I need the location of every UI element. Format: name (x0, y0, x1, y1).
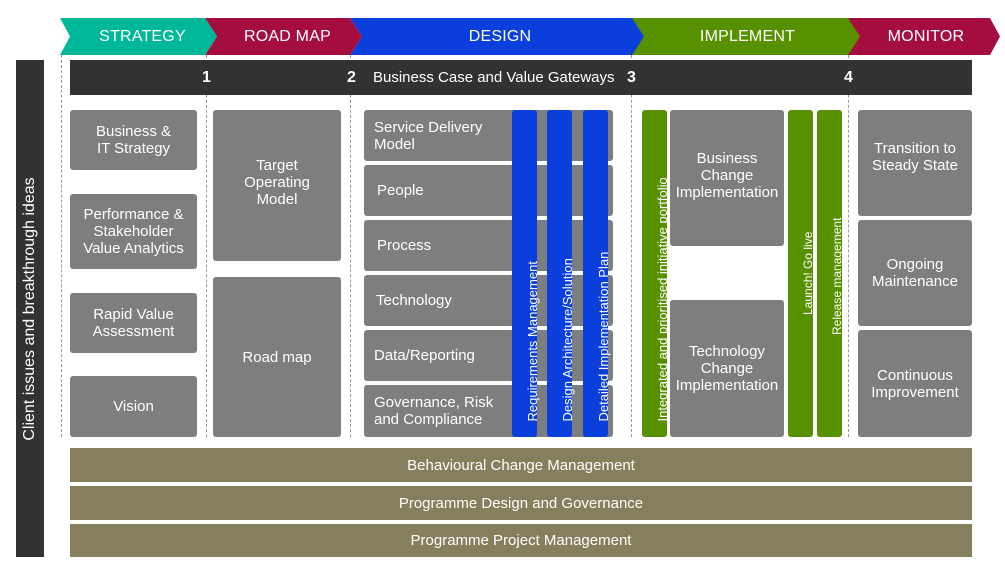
design-row-people[interactable]: People (364, 165, 613, 216)
design-bar-architecture[interactable]: Design Architecture/Solution (547, 110, 575, 437)
implement-box-business-change[interactable]: Business Change Implementation (670, 110, 784, 246)
chevron-implement[interactable] (630, 18, 860, 55)
phase-road-map-text: ROAD MAP (244, 27, 331, 45)
implement-bar-release[interactable]: Release management (817, 110, 844, 437)
separator-strategy-roadmap (206, 55, 207, 437)
monitor-box-continuous-improvement[interactable]: Continuous Improvement (858, 330, 972, 437)
strategy-box-performance[interactable]: Performance & Stakeholder Value Analytic… (70, 194, 197, 269)
chevron-monitor[interactable] (847, 18, 1000, 55)
foundation-bar-text: Programme Project Management (410, 532, 632, 549)
phase-design-text: DESIGN (468, 27, 532, 45)
monitor-box-text: Transition to Steady State (872, 140, 958, 174)
implement-bar-text: Integrated and prioritised initiative po… (654, 177, 670, 422)
side-label-bar: Client issues and breakthrough ideas (16, 60, 44, 557)
monitor-box-ongoing-maintenance[interactable]: Ongoing Maintenance (858, 220, 972, 326)
design-row-text: Data/Reporting (374, 347, 475, 364)
strategy-box-business-it[interactable]: Business & IT Strategy (70, 110, 197, 170)
separator-strategy-left (61, 55, 62, 437)
strategy-box-text: Business & IT Strategy (95, 123, 172, 157)
gate-2: 2 (347, 69, 356, 86)
roadmap-box-text: Road map (242, 348, 312, 366)
implement-box-text: Business Change Implementation (675, 150, 779, 201)
strategy-box-text: Performance & Stakeholder Value Analytic… (83, 206, 184, 257)
design-row-text: Process (377, 237, 432, 254)
foundation-bar-text: Behavioural Change Management (407, 456, 635, 474)
design-row-data-reporting[interactable]: Data/Reporting (364, 330, 613, 381)
design-row-service-delivery[interactable]: Service Delivery Model (364, 110, 613, 161)
design-row-text: Technology (376, 292, 452, 309)
foundation-bar-project-management[interactable]: Programme Project Management (70, 524, 972, 557)
roadmap-box-road-map[interactable]: Road map (213, 277, 341, 437)
design-bar-implementation-plan[interactable]: Detailed Implementation Plan (583, 110, 611, 437)
design-bar-requirements[interactable]: Requirements Management (512, 110, 540, 437)
side-label-text: Client issues and breakthrough ideas (21, 176, 38, 441)
phase-label-road-map: ROAD MAP (215, 18, 360, 55)
phase-label-design: DESIGN (360, 18, 640, 55)
implement-box-technology-change[interactable]: Technology Change Implementation (670, 300, 784, 437)
design-row-technology[interactable]: Technology (364, 275, 613, 326)
implement-bar-launch[interactable]: Launch! Go live (788, 110, 815, 437)
phase-implement-text: IMPLEMENT (699, 27, 796, 45)
gateway-bar (70, 60, 972, 95)
design-bar-text: Detailed Implementation Plan (595, 251, 611, 422)
chevron-strategy[interactable] (60, 18, 217, 55)
implement-bar-portfolio[interactable]: Integrated and prioritised initiative po… (642, 110, 670, 437)
separator-roadmap-design (350, 55, 351, 437)
strategy-box-text: Vision (113, 398, 154, 415)
monitor-box-transition[interactable]: Transition to Steady State (858, 110, 972, 216)
implement-box-text: Technology Change Implementation (675, 343, 779, 394)
gate-4: 4 (844, 69, 853, 86)
monitor-box-text: Ongoing Maintenance (872, 256, 958, 290)
phase-chevrons (60, 18, 1000, 55)
strategy-box-rapid-value[interactable]: Rapid Value Assessment (70, 293, 197, 353)
strategy-box-vision[interactable]: Vision (70, 376, 197, 437)
foundation-bar-text: Programme Design and Governance (398, 494, 644, 512)
design-row-text: Service Delivery Model (374, 118, 483, 153)
implement-bar-text: Release management (829, 217, 844, 335)
design-row-text: Governance, Risk and Compliance (374, 394, 494, 428)
chevron-design[interactable] (350, 18, 644, 55)
foundation-bar-programme-design[interactable]: Programme Design and Governance (70, 486, 972, 520)
gateway-label: Business Case and Value Gateways (373, 69, 615, 86)
foundation-bar-behavioural-change[interactable]: Behavioural Change Management (70, 448, 972, 482)
design-bar-text: Requirements Management (524, 261, 540, 422)
phase-label-implement: IMPLEMENT (640, 18, 855, 55)
design-row-governance[interactable]: Governance, Risk and Compliance (364, 385, 613, 437)
strategy-box-text: Rapid Value Assessment (92, 306, 175, 340)
gate-1: 1 (202, 69, 211, 86)
gate-3: 3 (627, 69, 636, 86)
separator-design-implement (631, 55, 632, 437)
implement-bar-text: Launch! Go live (800, 231, 815, 315)
roadmap-box-text: Target Operating Model (244, 157, 310, 208)
phase-label-strategy: STRATEGY (70, 18, 215, 55)
design-row-process[interactable]: Process (364, 220, 613, 271)
phase-strategy-text: STRATEGY (99, 27, 186, 45)
roadmap-box-target-operating-model[interactable]: Target Operating Model (213, 110, 341, 261)
design-row-text: People (377, 182, 424, 199)
phase-monitor-text: MONITOR (887, 27, 965, 45)
phase-label-monitor: MONITOR (857, 18, 995, 55)
design-bar-text: Design Architecture/Solution (559, 258, 575, 422)
chevron-road-map[interactable] (205, 18, 362, 55)
monitor-box-text: Continuous Improvement (871, 366, 959, 401)
separator-implement-monitor (848, 55, 849, 437)
